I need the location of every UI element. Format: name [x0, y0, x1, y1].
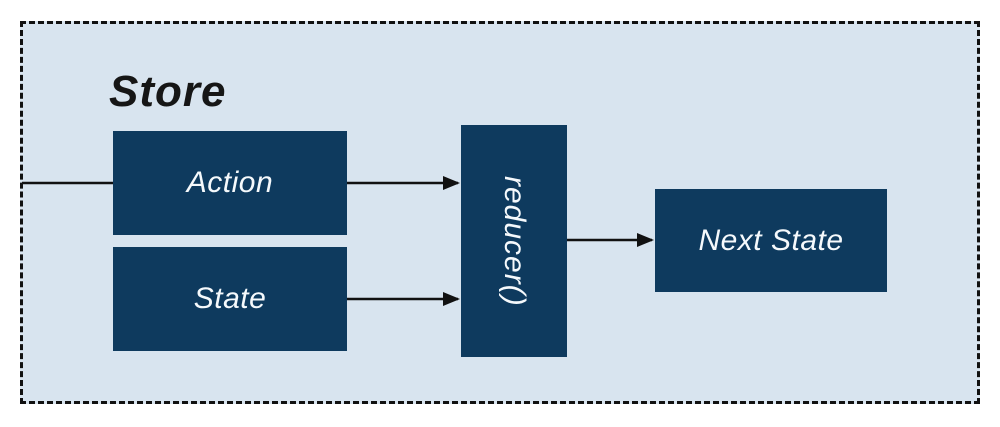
next-state-box: Next State — [655, 189, 887, 292]
reducer-label: reducer() — [498, 175, 531, 307]
state-box: State — [113, 247, 347, 351]
action-label: Action — [186, 166, 274, 199]
reducer-box: reducer() — [461, 125, 567, 357]
state-label: State — [193, 282, 267, 315]
next-state-label: Next State — [698, 223, 844, 257]
store-title: Store — [109, 67, 227, 116]
action-box: Action — [113, 131, 347, 235]
